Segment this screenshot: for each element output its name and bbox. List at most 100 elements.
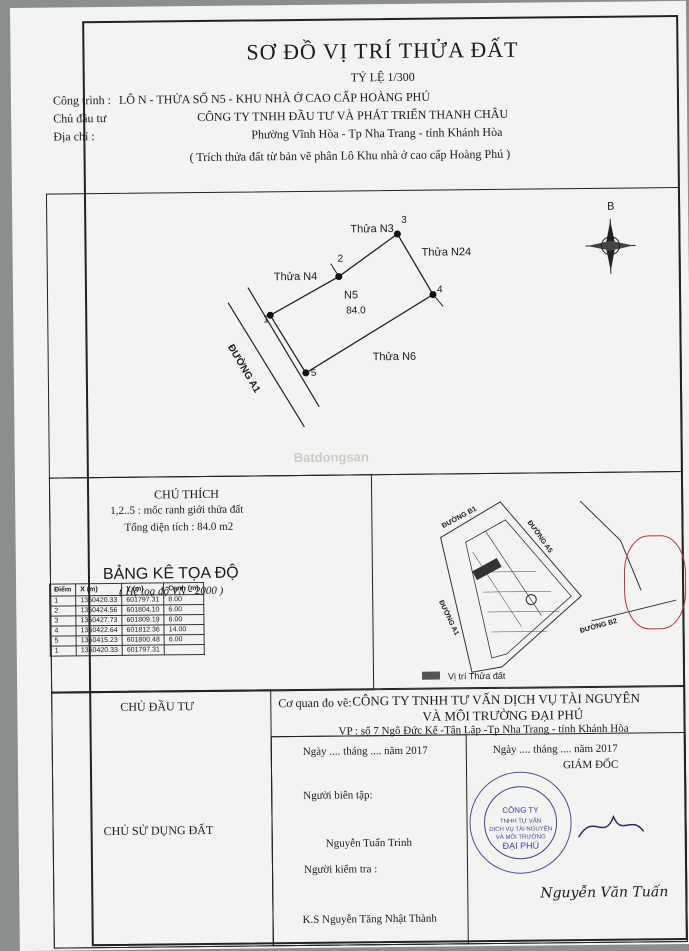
table-cell: 601812.36 xyxy=(122,624,165,636)
legend-total-area: Tổng diện tích : 84.0 m2 xyxy=(124,520,234,534)
table-cell: 6.00 xyxy=(164,634,204,645)
inset-north-icon xyxy=(525,594,537,606)
signature-name: Nguyễn Văn Tuấn xyxy=(540,884,669,902)
coords-header-cell: Cạnh (m) xyxy=(163,582,204,595)
project-label: Công trình : xyxy=(52,92,112,108)
extract-note: ( Trích thửa đất từ bản vẽ phân Lô Khu n… xyxy=(189,146,511,165)
svg-text:CÔNG TY: CÔNG TY xyxy=(502,806,539,815)
address-label: Địa chỉ : xyxy=(53,129,95,144)
table-cell: 1 xyxy=(49,595,76,607)
date-right: Ngày .... tháng .... năm 2017 xyxy=(492,742,618,756)
table-cell: 5 xyxy=(50,635,77,647)
inset-hatch-label: Vị trí Thửa đất xyxy=(447,670,506,682)
investor-value: CÔNG TY TNHH ĐẦU TƯ VÀ PHÁT TRIỂN THANH … xyxy=(197,106,509,125)
svg-text:DỊCH VỤ TÀI NGUYÊN: DỊCH VỤ TÀI NGUYÊN xyxy=(489,824,552,833)
inset-map xyxy=(421,500,677,680)
investor-heading: CHỦ ĐẦU TƯ xyxy=(120,699,195,714)
owner-heading: CHỦ SỬ DỤNG ĐẤT xyxy=(103,822,214,839)
point-label-1: 1 xyxy=(263,314,269,326)
checker-label: Người kiểm tra : xyxy=(303,863,378,876)
document-frame: SƠ ĐỒ VỊ TRÍ THỬA ĐẤT TỶ LỆ 1/300 Công t… xyxy=(45,15,688,949)
signature-scribble xyxy=(578,814,645,838)
signature-left-panel xyxy=(51,689,274,949)
document-sheet: SƠ ĐỒ VỊ TRÍ THỬA ĐẤT TỶ LỆ 1/300 Công t… xyxy=(10,0,689,951)
table-cell: 6.00 xyxy=(164,614,204,625)
point-label-4: 4 xyxy=(436,284,443,296)
document-title: SƠ ĐỒ VỊ TRÍ THỬA ĐẤT xyxy=(246,36,519,65)
red-seal-stamp xyxy=(623,534,687,630)
road-edge-line xyxy=(227,302,305,428)
svg-text:VÀ MÔI TRƯỜNG: VÀ MÔI TRƯỜNG xyxy=(496,833,546,841)
table-cell: 601797.31 xyxy=(121,594,164,606)
scale-label: TỶ LỆ 1/300 xyxy=(350,69,415,85)
marker-point-1 xyxy=(266,311,274,319)
table-cell: 601809.19 xyxy=(121,614,165,626)
project-value: LÔ N - THỬA SỐ N5 - KHU NHÀ Ở CAO CẤP HO… xyxy=(118,89,431,107)
editor-name: Nguyễn Tuấn Trình xyxy=(325,836,413,850)
table-cell: 1360422.64 xyxy=(76,625,123,636)
table-cell: 1360420.33 xyxy=(76,645,123,656)
parcel-map: 1 2 3 4 5 N5 84.0 Thửa N3 Thửa N4 Thửa N… xyxy=(45,186,683,479)
point-label-2: 2 xyxy=(337,253,344,265)
table-cell: 601800.48 xyxy=(122,634,165,646)
table-cell: 4 xyxy=(49,625,77,637)
legend-title: CHÚ THÍCH xyxy=(154,486,219,502)
company-stamp: CÔNG TY TNHH TƯ VẤN DỊCH VỤ TÀI NGUYÊN V… xyxy=(469,771,573,875)
marker-point-5 xyxy=(302,369,310,377)
stamp-ring-icon: CÔNG TY TNHH TƯ VẤN DỊCH VỤ TÀI NGUYÊN V… xyxy=(484,786,558,860)
svg-text:ĐẠI PHÚ: ĐẠI PHÚ xyxy=(502,841,539,851)
director-title: GIÁM ĐỐC xyxy=(562,758,619,772)
table-cell: 8.00 xyxy=(163,594,204,605)
address-value: Phường Vĩnh Hòa - Tp Nha Trang - tỉnh Kh… xyxy=(251,124,503,142)
date-left: Ngày .... tháng .... năm 2017 xyxy=(302,744,428,758)
parcel-area: 84.0 xyxy=(346,305,366,317)
marker-point-4 xyxy=(429,291,437,299)
coords-title: BẢNG KÊ TỌA ĐỘ xyxy=(102,564,239,584)
agency-label: Cơ quan đo vẽ: xyxy=(278,695,352,711)
hatch-legend-swatch xyxy=(421,671,441,680)
table-cell: 1360420.33 xyxy=(75,595,122,606)
table-cell: 6.00 xyxy=(163,604,204,615)
point-label-5: 5 xyxy=(310,367,317,379)
table-cell: 1360415.23 xyxy=(76,635,123,646)
marker-point-3 xyxy=(393,230,401,238)
coords-header-cell: Điểm xyxy=(49,583,76,597)
table-cell: 2 xyxy=(49,605,76,617)
table-cell xyxy=(164,644,204,655)
road-edge-line xyxy=(247,287,320,408)
checker-name: K.S Nguyễn Tăng Nhật Thành xyxy=(302,912,437,926)
editor-label: Người biên tập: xyxy=(303,789,373,802)
inset-lots xyxy=(465,519,572,659)
table-cell: 1 xyxy=(50,645,77,657)
signature-section: CHỦ ĐẦU TƯ CHỦ SỬ DỤNG ĐẤT Cơ quan đo vẽ… xyxy=(51,684,688,949)
table-cell: 601804.10 xyxy=(121,604,165,616)
marker-point-2 xyxy=(335,273,343,281)
table-cell: 1360424.56 xyxy=(75,605,122,616)
point-label-3: 3 xyxy=(401,214,407,226)
svg-text:TNHH TƯ VẤN: TNHH TƯ VẤN xyxy=(500,817,541,824)
neighbor-n3: Thửa N3 xyxy=(350,222,394,236)
north-label: B xyxy=(607,200,615,213)
table-cell: 3 xyxy=(49,615,77,627)
table-cell: 14.00 xyxy=(164,624,204,635)
inset-target-lot xyxy=(472,557,502,581)
north-arrow-icon xyxy=(585,218,636,274)
neighbor-n6: Thửa N6 xyxy=(372,350,417,364)
parcel-id: N5 xyxy=(343,289,359,302)
parcel-boundary xyxy=(269,233,434,374)
agency-line1: CÔNG TY TNHH TƯ VẤN DỊCH VỤ TÀI NGUYÊN xyxy=(352,690,641,709)
legend-section: CHÚ THÍCH 1,2..5 : mốc ranh giới thửa đấ… xyxy=(48,470,686,694)
coords-header-cell: Y (m) xyxy=(121,582,164,596)
neighbor-n24: Thửa N24 xyxy=(421,246,472,259)
table-cell: 1360427.73 xyxy=(75,615,123,626)
legend-markers: 1,2..5 : mốc ranh giới thửa đất xyxy=(110,503,244,517)
agency-line2: VÀ MÔI TRƯỜNG ĐẠI PHÚ xyxy=(422,707,584,724)
neighbor-n4: Thửa N4 xyxy=(273,270,318,284)
coords-header-cell: X (m) xyxy=(75,583,122,596)
table-cell: 601797.31 xyxy=(122,644,165,656)
investor-label: Chủ đầu tư xyxy=(53,110,107,126)
parcel-map-drawing xyxy=(227,218,636,428)
